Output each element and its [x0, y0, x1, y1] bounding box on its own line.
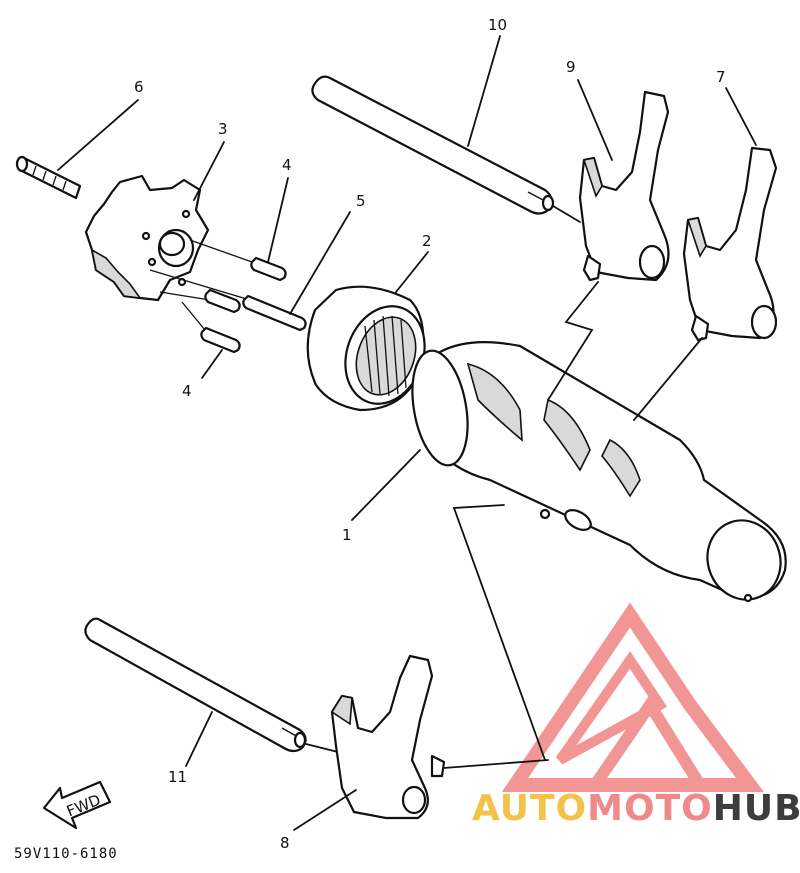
- watermark-hub: HUB: [713, 788, 800, 829]
- part-10-shift-fork-shaft: [311, 75, 581, 223]
- leader-lines-forks: [452, 281, 703, 761]
- part-1-shift-cam: [411, 341, 787, 603]
- watermark-logo-icon: [501, 602, 764, 792]
- fwd-arrow-icon: FWD: [42, 780, 112, 830]
- callout-5: 5: [356, 192, 366, 210]
- callout-leaders: [57, 35, 757, 831]
- part-9-shift-fork: [578, 90, 670, 282]
- callout-8: 8: [280, 834, 290, 852]
- callout-4-lower: 4: [182, 382, 192, 400]
- part-2-bearing: [306, 285, 426, 412]
- callout-6: 6: [134, 78, 144, 96]
- part-4-dowel-pin-middle: [204, 288, 241, 314]
- watermark-auto: AUTO: [472, 788, 587, 829]
- callout-10: 10: [488, 16, 507, 34]
- callout-1: 1: [342, 526, 352, 544]
- part-11-shift-fork-shaft: [84, 617, 339, 753]
- callout-9: 9: [566, 58, 576, 76]
- callout-4-upper: 4: [282, 156, 292, 174]
- callout-3: 3: [218, 120, 228, 138]
- callout-2: 2: [422, 232, 432, 250]
- callout-7: 7: [716, 68, 726, 86]
- watermark-text: AUTOMOTOHUB: [472, 788, 800, 829]
- diagram-code: 59V110-6180: [14, 846, 118, 862]
- part-5-pin: [242, 294, 307, 332]
- part-4-dowel-pin-upper: [250, 256, 287, 282]
- part-6-bolt: [15, 155, 82, 200]
- watermark-moto: MOTO: [587, 788, 713, 829]
- alignment-lines-pins: [149, 239, 253, 331]
- part-4-dowel-pin-lower: [200, 326, 241, 354]
- callout-11: 11: [168, 768, 187, 786]
- part-7-shift-fork: [682, 146, 778, 342]
- part-8-shift-fork: [330, 654, 549, 820]
- callout-labels: 10 9 7 6 3 4 5 2 4 1 11 8: [134, 16, 726, 852]
- part-3-segment-plate: [84, 174, 210, 302]
